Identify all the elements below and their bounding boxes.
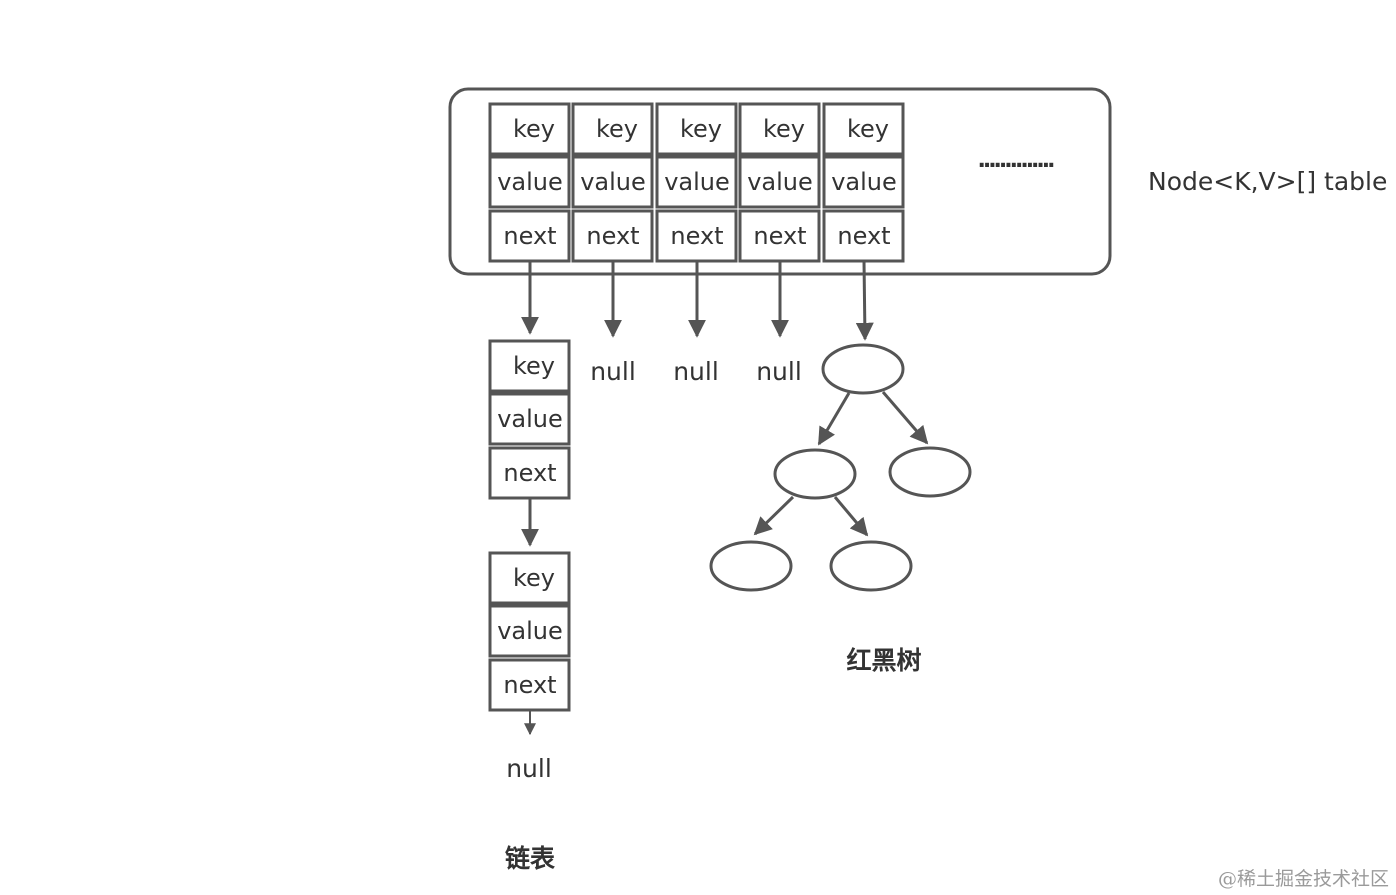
value-label: value xyxy=(831,168,897,196)
value-label: value xyxy=(664,168,730,196)
tree-root-node xyxy=(821,343,905,395)
tree-caption: 红黑树 xyxy=(846,646,921,675)
red-black-tree xyxy=(709,343,972,592)
key-label: key xyxy=(513,564,555,592)
value-label: value xyxy=(580,168,646,196)
value-label: value xyxy=(747,168,813,196)
watermark: @稀土掘金技术社区 xyxy=(1218,868,1389,890)
tree-right-node xyxy=(888,446,972,498)
next-label: next xyxy=(503,222,556,250)
next-label: next xyxy=(670,222,723,250)
tree-left-right-node xyxy=(829,540,913,592)
value-label: value xyxy=(497,168,563,196)
value-cell xyxy=(655,155,738,209)
list-end-null: null xyxy=(506,754,552,783)
value-cell xyxy=(488,604,571,658)
table-bucket-3: key value next xyxy=(738,102,821,263)
key-cell xyxy=(488,339,571,393)
table-bucket-2: key value next xyxy=(655,102,738,263)
key-label: key xyxy=(596,115,638,143)
next-label: next xyxy=(837,222,890,250)
next-cell xyxy=(822,209,905,263)
linked-list-caption: 链表 xyxy=(505,844,556,873)
key-cell xyxy=(655,102,738,156)
next-cell xyxy=(488,658,571,712)
next-cell xyxy=(738,209,821,263)
value-cell xyxy=(488,392,571,446)
next-label: next xyxy=(586,222,639,250)
key-label: key xyxy=(680,115,722,143)
key-cell xyxy=(571,102,654,156)
tree-edge xyxy=(753,495,795,536)
value-label: value xyxy=(497,617,563,645)
arrow-bucket-4 xyxy=(855,260,874,341)
null-label: null xyxy=(590,357,636,386)
tree-edge xyxy=(881,391,929,445)
tree-edge xyxy=(817,392,851,446)
null-label: null xyxy=(756,357,802,386)
key-label: key xyxy=(513,352,555,380)
tree-left-node xyxy=(773,448,857,500)
value-label: value xyxy=(497,405,563,433)
key-cell xyxy=(488,551,571,605)
key-cell xyxy=(822,102,905,156)
next-cell xyxy=(488,209,571,263)
key-label: key xyxy=(763,115,805,143)
next-cell xyxy=(655,209,738,263)
value-cell xyxy=(571,155,654,209)
table-bucket-0: key value next xyxy=(488,102,571,263)
key-label: key xyxy=(513,115,555,143)
tree-edge xyxy=(833,496,869,537)
key-cell xyxy=(488,102,571,156)
list-node-1: key value next xyxy=(488,339,571,500)
value-cell xyxy=(738,155,821,209)
table-bucket-1: key value next xyxy=(571,102,654,263)
value-cell xyxy=(822,155,905,209)
next-label: next xyxy=(503,459,556,487)
null-label: null xyxy=(673,357,719,386)
value-cell xyxy=(488,155,571,209)
table-bucket-4: key value next xyxy=(822,102,905,263)
key-cell xyxy=(738,102,821,156)
table-ellipsis: .............. xyxy=(977,148,1054,173)
next-cell xyxy=(571,209,654,263)
key-label: key xyxy=(847,115,889,143)
next-label: next xyxy=(753,222,806,250)
table-type-label: Node<K,V>[] table xyxy=(1148,167,1387,196)
tree-left-left-node xyxy=(709,540,793,592)
next-label: next xyxy=(503,671,556,699)
list-node-2: key value next xyxy=(488,551,571,712)
